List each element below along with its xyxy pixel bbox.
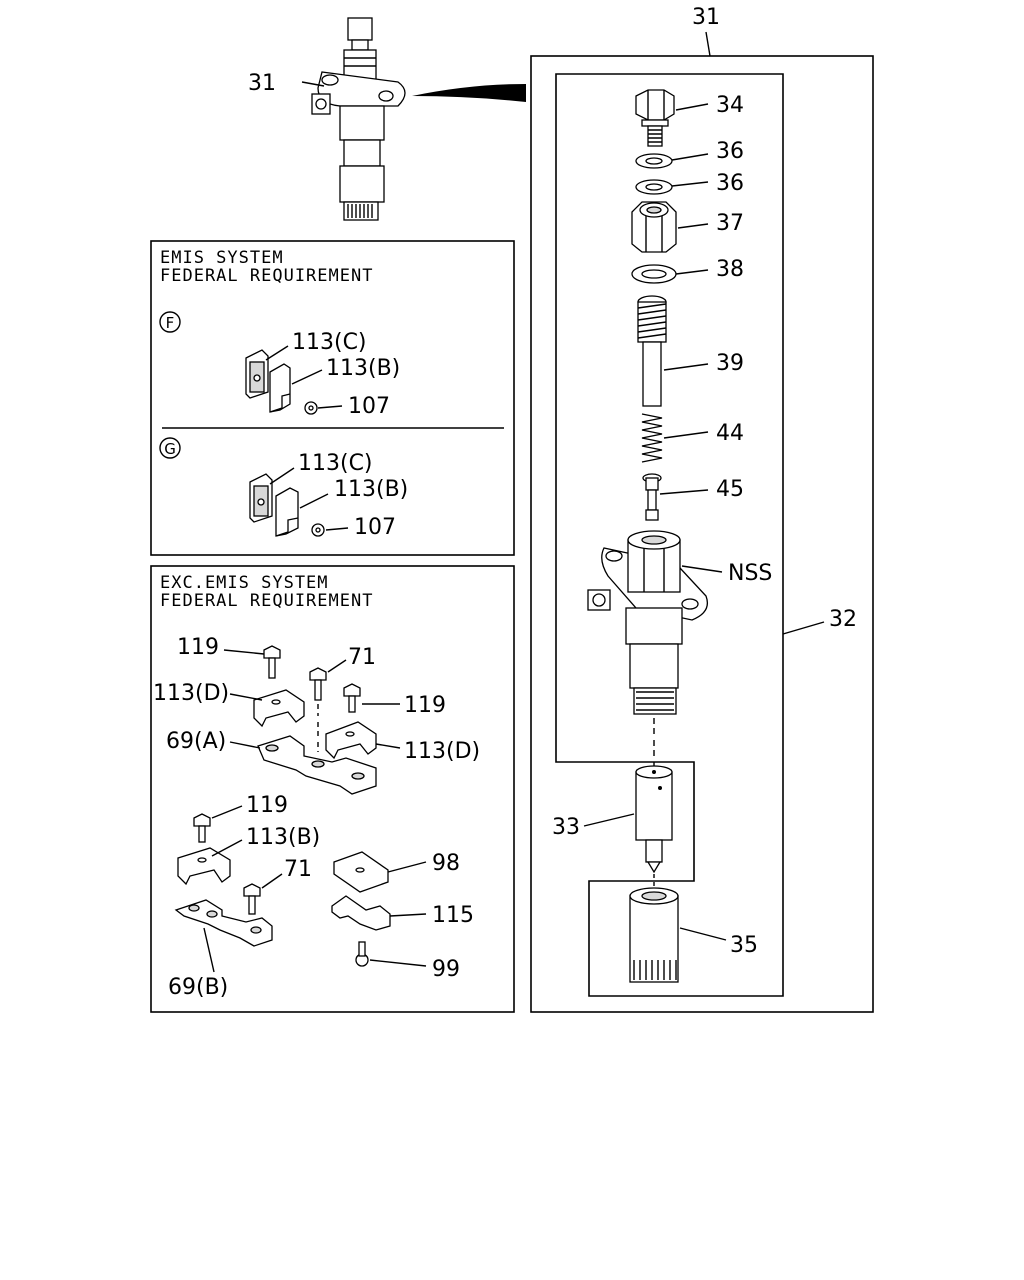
exc-callout-99: 99 — [432, 957, 460, 982]
svg-text:F: F — [166, 314, 175, 332]
g-callout-113b: 113(B) — [334, 477, 408, 502]
nozzle-holder-nss-illustration — [587, 530, 723, 770]
callout-35: 35 — [730, 933, 758, 958]
nut-37-illustration — [631, 201, 709, 253]
exc-callout-113b: 113(B) — [246, 825, 320, 850]
retaining-nut-35-illustration — [629, 887, 727, 983]
exc-callout-71b: 71 — [284, 857, 312, 882]
exc-callout-69a: 69(A) — [166, 729, 226, 754]
callout-38: 38 — [716, 257, 744, 282]
exc-callout-119b: 119 — [404, 693, 446, 718]
exc-callout-113d-left: 113(D) — [153, 681, 229, 706]
nozzle-33-illustration — [583, 765, 673, 886]
variant-f-marker: F — [159, 311, 181, 333]
svg-text:G: G — [164, 440, 176, 458]
g-callout-107: 107 — [354, 515, 396, 540]
exc-panel-header-line1: EXC.EMIS SYSTEM — [160, 573, 329, 593]
assembly-frame — [530, 31, 874, 1013]
emis-panel-frame — [150, 240, 515, 556]
exc-callout-69b: 69(B) — [168, 975, 228, 1000]
exc-callout-98: 98 — [432, 851, 460, 876]
f-callout-113b: 113(B) — [326, 356, 400, 381]
callout-31-assembly: 31 — [692, 5, 720, 30]
exc-panel-frame — [150, 565, 515, 1013]
callout-36-upper: 36 — [716, 139, 744, 164]
zoom-indicator-arrow — [412, 84, 526, 102]
callout-32: 32 — [829, 607, 857, 632]
callout-45: 45 — [716, 477, 744, 502]
callout-37: 37 — [716, 211, 744, 236]
exc-callout-115: 115 — [432, 903, 474, 928]
exc-hardware-upper-illustration — [223, 645, 401, 795]
gasket-38-illustration — [631, 264, 709, 284]
callout-36-lower: 36 — [716, 171, 744, 196]
variant-g-marker: G — [159, 437, 181, 459]
variant-g-clamp-illustration — [249, 467, 349, 537]
screw-39-illustration — [637, 295, 709, 407]
spring-44-illustration — [641, 413, 709, 463]
exc-callout-71a: 71 — [348, 645, 376, 670]
injector-overview-illustration — [301, 17, 406, 221]
exc-callout-119a: 119 — [177, 635, 219, 660]
callout-nss: NSS — [728, 561, 772, 586]
spindle-45-illustration — [642, 473, 709, 521]
exc-hardware-lower-illustration — [174, 805, 427, 973]
emis-panel-header-line1: EMIS SYSTEM — [160, 248, 284, 268]
callout-31-top: 31 — [248, 71, 276, 96]
callout-44: 44 — [716, 421, 744, 446]
exc-panel-header-line2: FEDERAL REQUIREMENT — [160, 591, 373, 611]
callout-34: 34 — [716, 93, 744, 118]
g-callout-113c: 113(C) — [298, 451, 373, 476]
emis-panel-header-line2: FEDERAL REQUIREMENT — [160, 266, 373, 286]
exc-callout-113d-right: 113(D) — [404, 739, 480, 764]
bolt-34-illustration — [635, 89, 709, 147]
callout-33: 33 — [552, 815, 580, 840]
washer-36-illustration — [635, 153, 709, 195]
variant-f-clamp-illustration — [245, 345, 343, 415]
exc-callout-119c: 119 — [246, 793, 288, 818]
callout-39: 39 — [716, 351, 744, 376]
f-callout-107: 107 — [348, 394, 390, 419]
f-callout-113c: 113(C) — [292, 330, 367, 355]
